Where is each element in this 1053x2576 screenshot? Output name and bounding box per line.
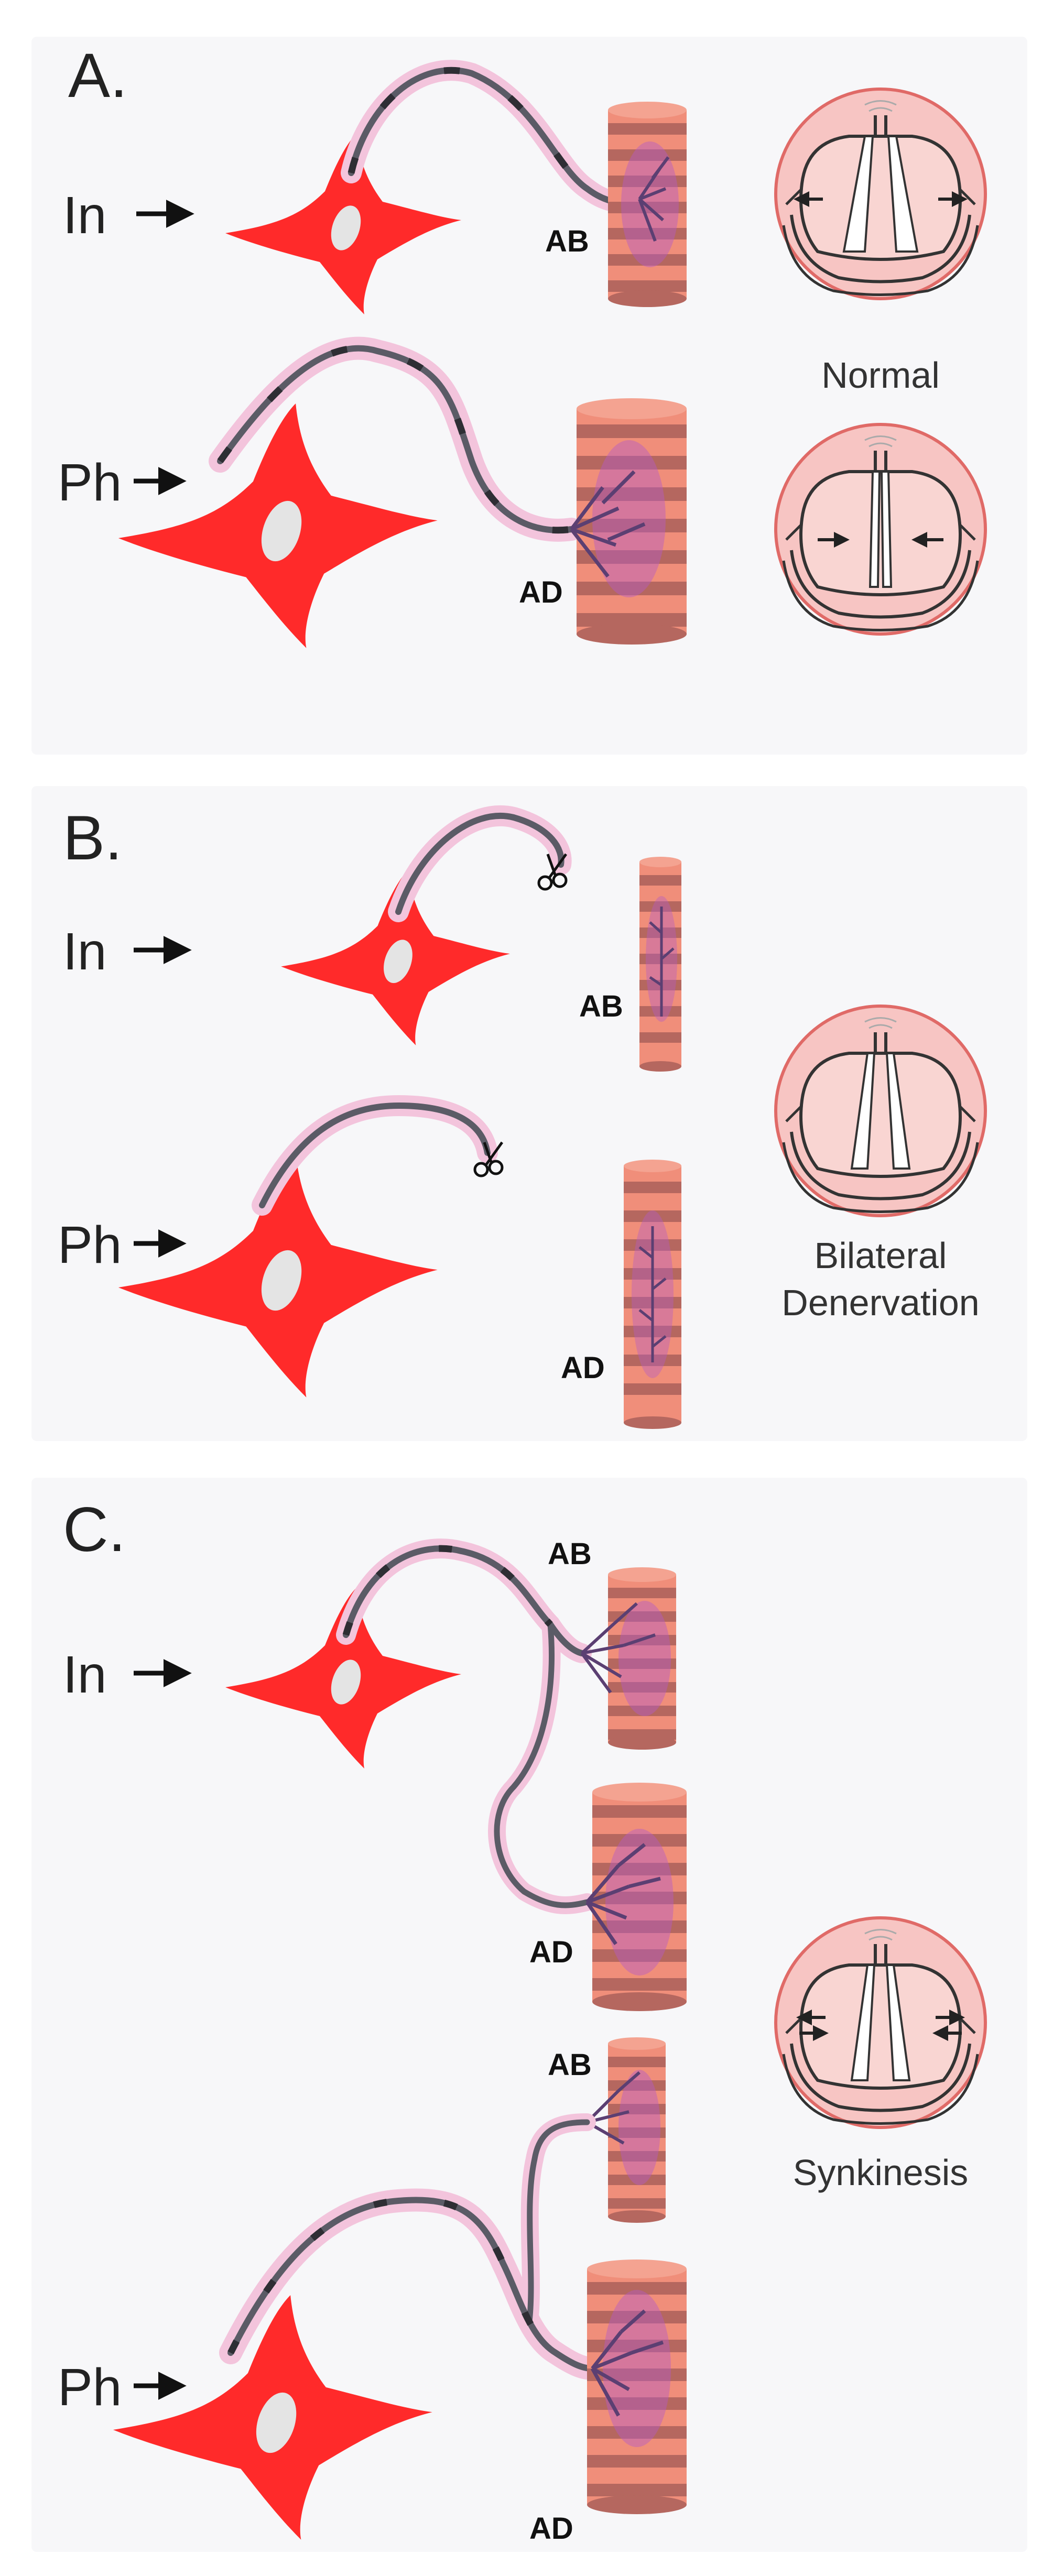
- panel-b: B. In: [58, 803, 985, 1429]
- panel-a: A. In AB: [58, 40, 985, 648]
- ad-label: AD: [519, 575, 563, 609]
- larynx-abducted: [776, 89, 985, 299]
- panel-c-label: C.: [63, 1494, 126, 1565]
- inspiratory-axon-cut: [388, 805, 572, 922]
- ab-muscle: [639, 857, 681, 1072]
- ab-label: AB: [548, 1537, 592, 1571]
- ad-label: AD: [529, 2512, 573, 2546]
- ph-label: Ph: [58, 453, 122, 512]
- ab-label: AB: [548, 2048, 592, 2082]
- scissors-icon: [537, 853, 568, 891]
- in-label: In: [63, 922, 106, 981]
- phrenic-axon: [209, 336, 583, 542]
- denervation-caption: Denervation: [781, 1282, 979, 1323]
- inspiratory-axon-branching: [336, 1538, 596, 1914]
- ad-label: AD: [561, 1351, 605, 1385]
- panel-a-label: A.: [68, 40, 127, 111]
- ab-muscle: [585, 2037, 666, 2223]
- scissors-icon: [473, 1141, 504, 1177]
- ad-muscle: [624, 1160, 681, 1429]
- panel-c: C. In AB: [58, 1494, 985, 2546]
- ph-label: Ph: [58, 2358, 122, 2417]
- larynx-adducted: [776, 424, 985, 634]
- ab-muscle: [580, 1567, 676, 1750]
- normal-caption: Normal: [821, 355, 940, 396]
- ad-muscle: [585, 1783, 687, 2011]
- phrenic-axon-cut: [252, 1095, 498, 1216]
- bilateral-caption: Bilateral: [815, 1235, 947, 1276]
- phrenic-axon-branching: [219, 2113, 604, 2380]
- ad-muscle: [570, 398, 687, 645]
- synkinesis-caption: Synkinesis: [793, 2152, 969, 2193]
- ad-muscle: [587, 2260, 687, 2514]
- larynx-denervated: [776, 1006, 985, 1216]
- ab-label: AB: [579, 989, 623, 1023]
- in-label: In: [63, 1645, 106, 1704]
- in-label: In: [63, 186, 106, 245]
- ab-label: AB: [545, 224, 589, 258]
- ab-muscle: [608, 102, 687, 307]
- ad-label: AD: [529, 1935, 573, 1969]
- panel-b-label: B.: [63, 803, 122, 873]
- larynx-synkinesis: [776, 1918, 985, 2127]
- inspiratory-axon: [341, 60, 650, 213]
- ph-label: Ph: [58, 1216, 122, 1274]
